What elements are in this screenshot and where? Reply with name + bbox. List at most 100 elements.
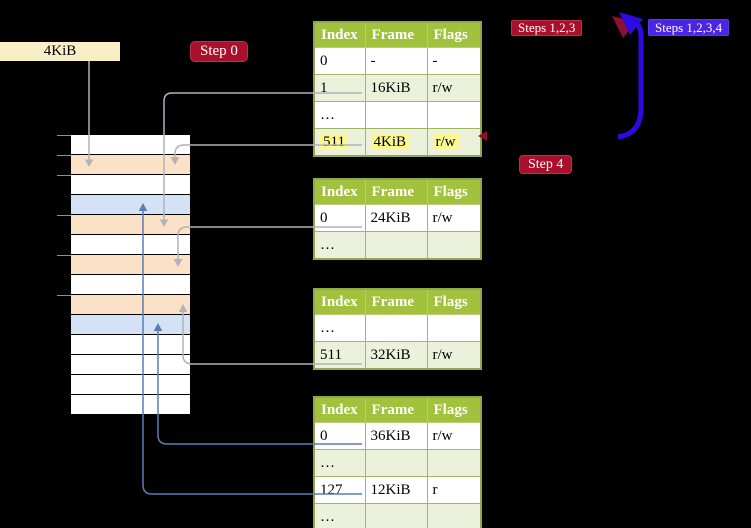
cell-index: … bbox=[313, 503, 366, 528]
memory-cell bbox=[71, 395, 190, 415]
cell-frame bbox=[364, 231, 428, 260]
cell-index: … bbox=[313, 314, 366, 342]
cell-flags: r/w bbox=[426, 422, 482, 450]
table-row: 1 16KiB r/w bbox=[313, 74, 482, 102]
cell-flags: r/w bbox=[426, 74, 482, 102]
cell-frame: 36KiB bbox=[364, 422, 428, 450]
highlight: 4KiB bbox=[370, 133, 410, 150]
highlight: r/w bbox=[432, 133, 459, 150]
cell-frame: 4KiB bbox=[364, 128, 428, 157]
loop-arrow-line bbox=[617, 18, 644, 140]
memory-tick bbox=[57, 215, 71, 216]
table-header-row: Index Frame Flags bbox=[313, 178, 482, 205]
table-row: … bbox=[313, 449, 482, 477]
table-row: 511 32KiB r/w bbox=[313, 341, 482, 370]
physical-memory-column bbox=[71, 135, 190, 415]
step0-badge: Step 0 bbox=[190, 41, 248, 62]
table-row: … bbox=[313, 231, 482, 260]
cell-index: … bbox=[313, 231, 366, 260]
table-row: … bbox=[313, 503, 482, 528]
page-table-2: Index Frame Flags 0 24KiB r/w … bbox=[313, 178, 482, 260]
cell-index: 511 bbox=[313, 128, 366, 157]
cell-flags bbox=[426, 449, 482, 477]
cell-index: 511 bbox=[313, 341, 366, 370]
frame-4kib-label: 4KiB bbox=[0, 42, 120, 61]
table-header-row: Index Frame Flags bbox=[313, 288, 482, 315]
arrow-up-left-icon bbox=[619, 12, 643, 35]
col-header-index: Index bbox=[313, 396, 366, 423]
cell-flags: r/w bbox=[426, 341, 482, 370]
memory-cell bbox=[71, 255, 190, 275]
col-header-index: Index bbox=[313, 178, 366, 205]
cell-flags: - bbox=[426, 47, 482, 75]
cell-flags bbox=[426, 314, 482, 342]
col-header-frame: Frame bbox=[364, 178, 428, 205]
cell-frame: 12KiB bbox=[364, 476, 428, 504]
red-arrowhead-under-loop bbox=[612, 16, 636, 38]
cell-frame bbox=[364, 503, 428, 528]
cell-frame: 24KiB bbox=[364, 204, 428, 232]
table-row: 0 - - bbox=[313, 47, 482, 75]
page-table-3: Index Frame Flags … 511 32KiB r/w bbox=[313, 288, 482, 370]
cell-index: … bbox=[313, 101, 366, 129]
cell-index: 0 bbox=[313, 422, 366, 450]
cell-index: 0 bbox=[313, 204, 366, 232]
cell-flags: r/w bbox=[426, 128, 482, 157]
memory-tick bbox=[57, 295, 71, 296]
col-header-index: Index bbox=[313, 288, 366, 315]
memory-cell bbox=[71, 135, 190, 155]
memory-tick bbox=[57, 255, 71, 256]
cell-frame: 16KiB bbox=[364, 74, 428, 102]
table-header-row: Index Frame Flags bbox=[313, 21, 482, 48]
col-header-frame: Frame bbox=[364, 396, 428, 423]
highlight: 511 bbox=[320, 133, 348, 150]
cell-frame: 32KiB bbox=[364, 341, 428, 370]
cell-frame bbox=[364, 449, 428, 477]
col-header-flags: Flags bbox=[426, 178, 482, 205]
col-header-index: Index bbox=[313, 21, 366, 48]
cell-flags bbox=[426, 231, 482, 260]
cell-index: … bbox=[313, 449, 366, 477]
table-row-highlighted: 511 4KiB r/w bbox=[313, 128, 482, 157]
steps-1234-badge: Steps 1,2,3,4 bbox=[648, 19, 730, 36]
cell-frame bbox=[364, 101, 428, 129]
memory-cell bbox=[71, 335, 190, 355]
memory-cell bbox=[71, 235, 190, 255]
col-header-flags: Flags bbox=[426, 396, 482, 423]
col-header-flags: Flags bbox=[426, 21, 482, 48]
memory-tick bbox=[57, 175, 71, 176]
table-row: 127 12KiB r bbox=[313, 476, 482, 504]
table-row: … bbox=[313, 314, 482, 342]
page-table-1: Index Frame Flags 0 - - 1 16KiB r/w … bbox=[313, 21, 482, 157]
memory-tick bbox=[57, 155, 71, 156]
cell-frame: - bbox=[364, 47, 428, 75]
page-table-4: Index Frame Flags 0 36KiB r/w … 127 12Ki… bbox=[313, 396, 482, 528]
memory-cell bbox=[71, 315, 190, 335]
col-header-frame: Frame bbox=[364, 288, 428, 315]
steps-123-badge: Steps 1,2,3 bbox=[511, 20, 583, 36]
table-header-row: Index Frame Flags bbox=[313, 396, 482, 423]
cell-index: 127 bbox=[313, 476, 366, 504]
cell-frame bbox=[364, 314, 428, 342]
table-row: 0 36KiB r/w bbox=[313, 422, 482, 450]
col-header-flags: Flags bbox=[426, 288, 482, 315]
memory-tick bbox=[57, 135, 71, 136]
memory-cell bbox=[71, 195, 190, 215]
cell-flags: r/w bbox=[426, 204, 482, 232]
step4-badge: Step 4 bbox=[519, 155, 573, 174]
memory-cell bbox=[71, 215, 190, 235]
memory-cell bbox=[71, 355, 190, 375]
memory-cell bbox=[71, 155, 190, 175]
col-header-frame: Frame bbox=[364, 21, 428, 48]
cell-flags bbox=[426, 503, 482, 528]
table-row: 0 24KiB r/w bbox=[313, 204, 482, 232]
table-row: … bbox=[313, 101, 482, 129]
cell-index: 0 bbox=[313, 47, 366, 75]
memory-cell bbox=[71, 275, 190, 295]
memory-cell bbox=[71, 375, 190, 395]
memory-cell bbox=[71, 295, 190, 315]
memory-cell bbox=[71, 175, 190, 195]
recursive-loop-arrow bbox=[617, 12, 644, 140]
cell-flags: r bbox=[426, 476, 482, 504]
